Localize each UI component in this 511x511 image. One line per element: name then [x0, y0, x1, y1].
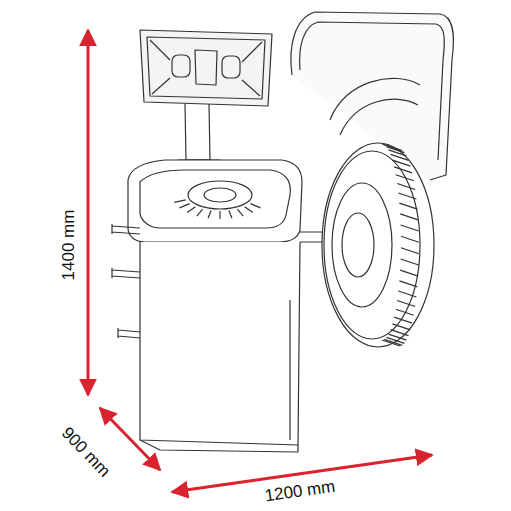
tool-slot [245, 207, 253, 213]
tool-slot [219, 211, 220, 219]
tread-line [397, 183, 415, 189]
pin [118, 328, 140, 338]
tool-slot [197, 209, 203, 216]
tread-line [400, 214, 418, 220]
pin [112, 224, 140, 234]
tread-line [392, 324, 410, 330]
dimension-label: 1200 mm [262, 476, 339, 505]
tread-line [400, 270, 418, 276]
tread-line [401, 259, 419, 265]
tire [322, 143, 434, 347]
dimension-arrow [100, 408, 160, 470]
dimension-label: 1400 mm [59, 208, 78, 283]
tool-slot [187, 207, 195, 213]
tool-slot [174, 200, 185, 202]
tread-line [399, 203, 417, 209]
tread-line [399, 281, 417, 287]
cabinet-body [140, 242, 300, 445]
tool-slot [229, 210, 232, 218]
dimension-label: 900 mm [56, 422, 115, 482]
tread-line [390, 154, 408, 160]
tool-slot [250, 204, 260, 208]
dimension-arrow [87, 30, 90, 395]
tread-line [401, 248, 419, 254]
tread-line [401, 225, 419, 231]
tread-line [394, 167, 412, 173]
tread-line [384, 339, 402, 345]
tread-line [398, 291, 416, 297]
tread-line [396, 175, 414, 181]
cabinet-top [128, 160, 302, 242]
tool-slot [208, 210, 211, 218]
tool-slot [179, 204, 189, 208]
tread-line [398, 193, 416, 199]
monitor-stand [185, 104, 210, 160]
tread-line [394, 317, 412, 323]
pin [112, 268, 140, 278]
tread-line [397, 301, 415, 307]
tread-line [392, 160, 410, 166]
tread-line [390, 330, 408, 336]
monitor [140, 30, 272, 106]
tread-line [384, 145, 402, 151]
tool-slot [237, 209, 243, 216]
tread-line [382, 340, 400, 346]
tread-line [396, 309, 414, 315]
tread-line [401, 236, 419, 242]
